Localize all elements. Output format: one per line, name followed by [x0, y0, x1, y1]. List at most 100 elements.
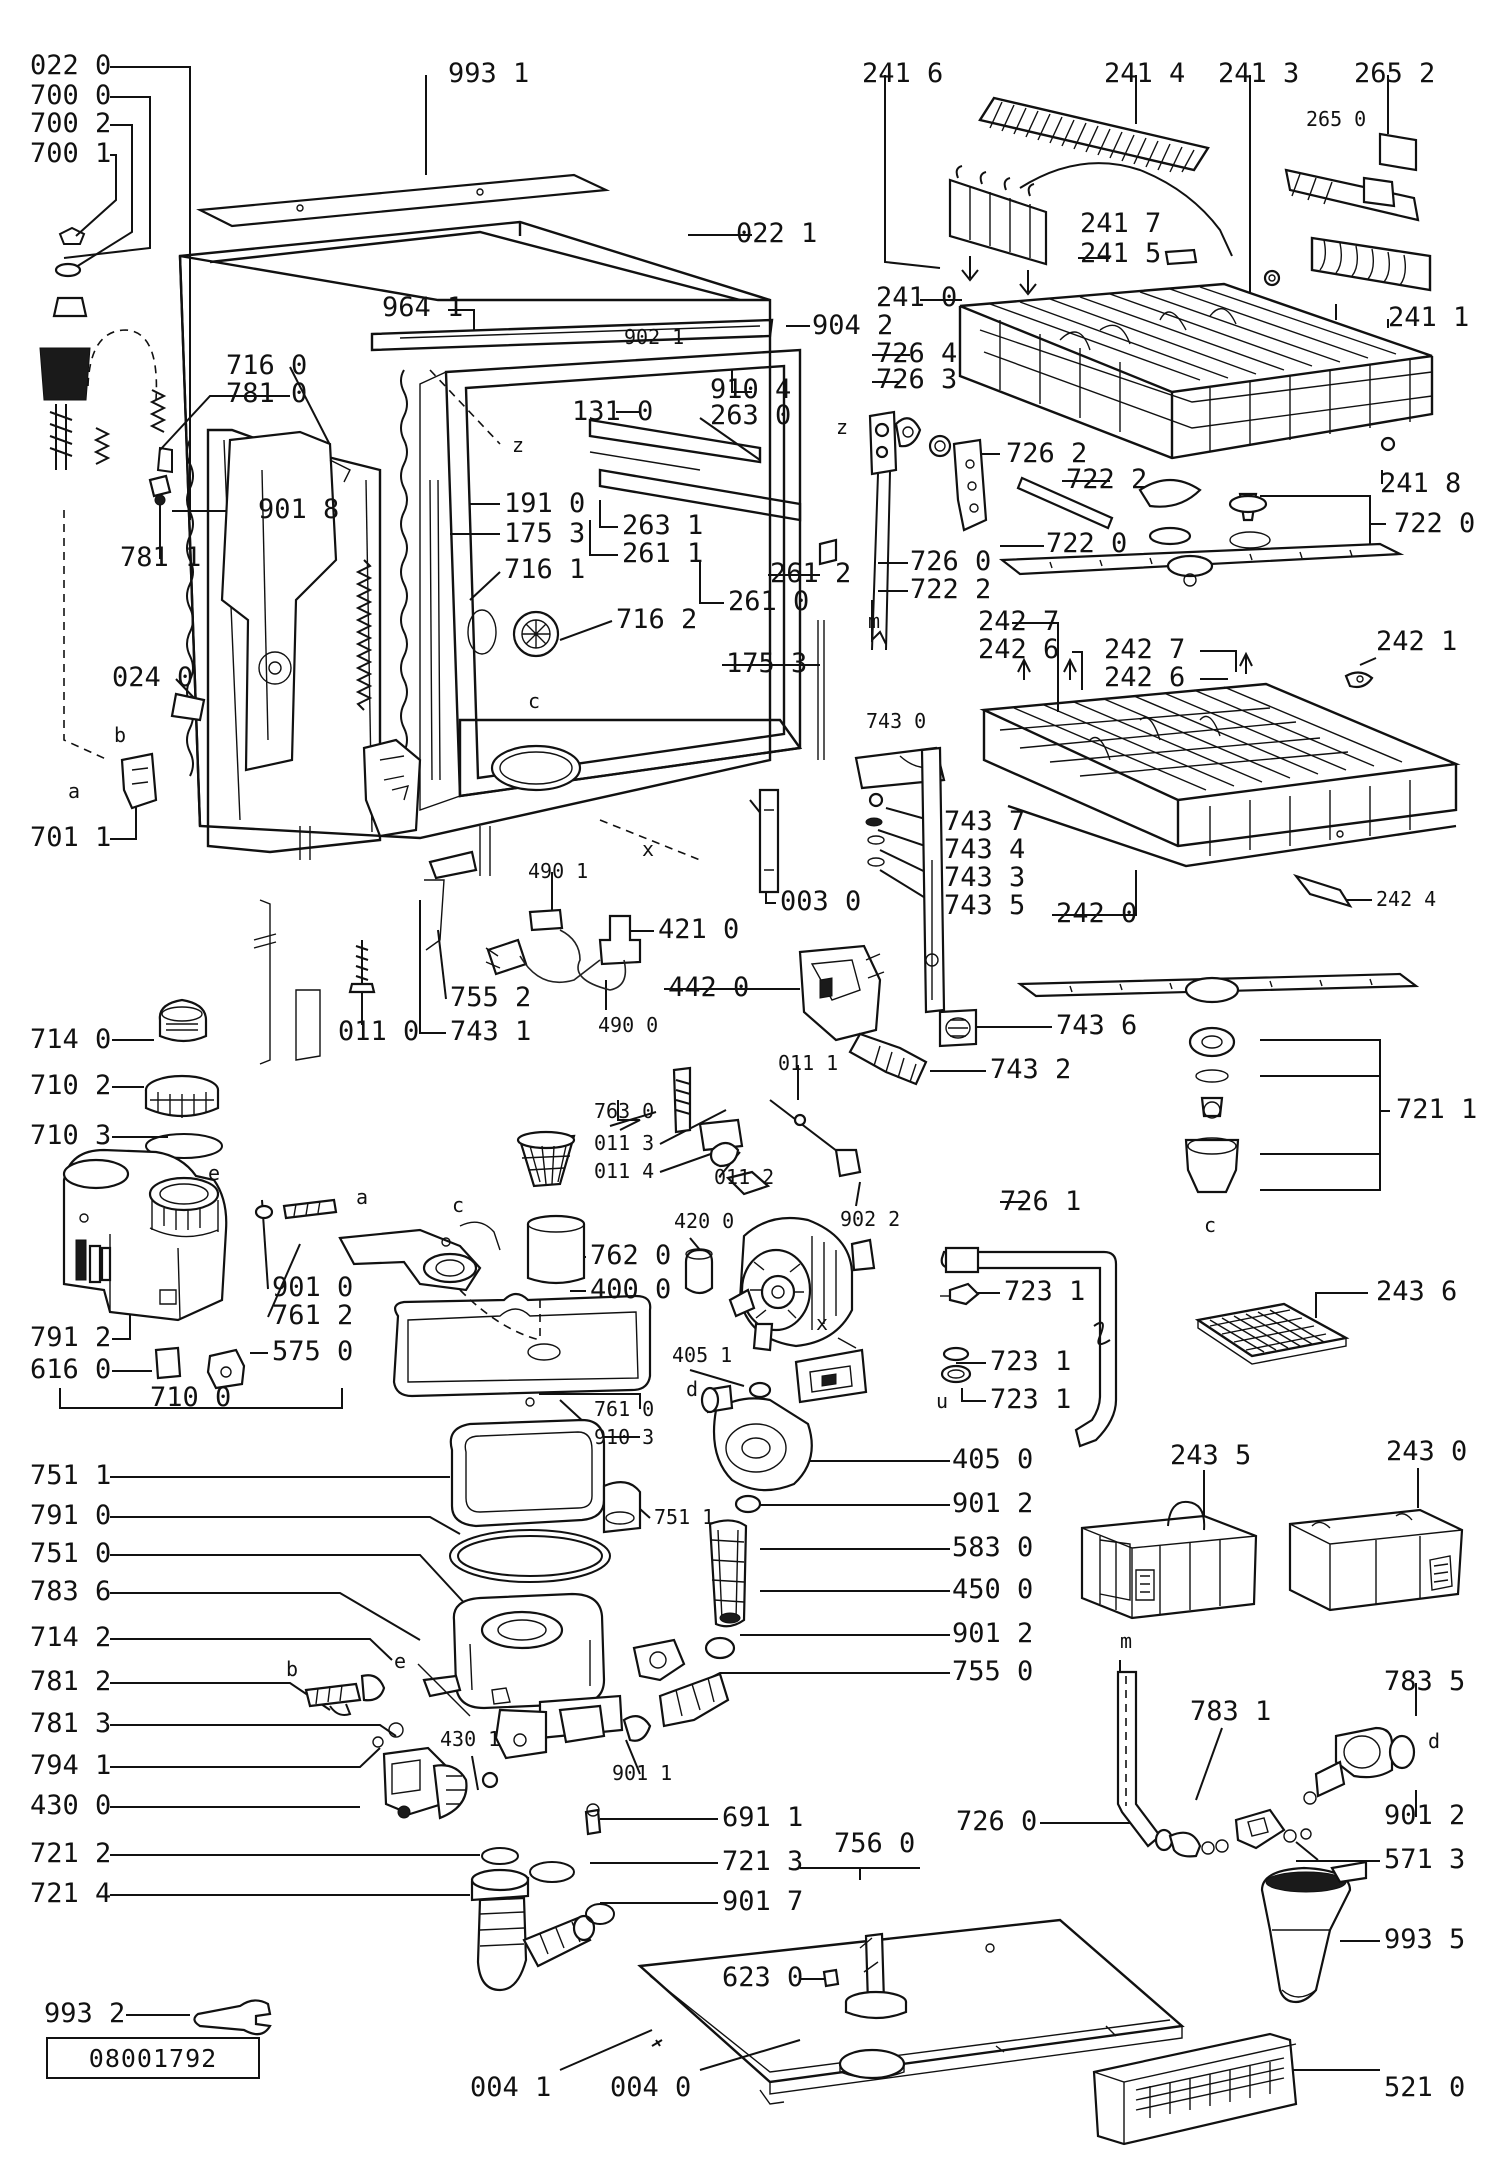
part-label-c-265-0: 265 0	[1306, 107, 1366, 131]
drawing-code: 08001792	[88, 2043, 218, 2073]
part-label-c-721-3: 721 3	[722, 1846, 803, 1877]
reference-marker-m-b1: b	[114, 723, 126, 747]
part-label-c-751-1a: 751 1	[30, 1460, 111, 1491]
part-label-c-571-3: 571 3	[1384, 1844, 1465, 1875]
part-label-c-575-0: 575 0	[272, 1336, 353, 1367]
lower-basket	[979, 651, 1461, 908]
part-label-c-242-6a: 242 6	[978, 634, 1059, 665]
part-label-c-743-5: 743 5	[944, 890, 1025, 921]
part-label-c-743-4: 743 4	[944, 834, 1025, 865]
part-label-c-722-2b: 722 2	[910, 574, 991, 605]
sump-assembly	[304, 1418, 642, 1992]
reference-marker-m-e1: e	[208, 1161, 220, 1185]
tub-cabinet	[178, 173, 838, 1065]
part-label-c-993-1: 993 1	[448, 58, 529, 89]
part-label-c-791-0: 791 0	[30, 1500, 111, 1531]
part-label-c-743-1: 743 1	[450, 1016, 531, 1047]
part-label-c-242-1: 242 1	[1376, 626, 1457, 657]
part-label-c-726-1: 726 1	[1000, 1186, 1081, 1217]
part-label-c-726-0b: 726 0	[956, 1806, 1037, 1837]
drawing-code-box: 08001792	[46, 2037, 260, 2079]
part-label-c-241-3: 241 3	[1218, 58, 1299, 89]
part-label-c-400-0: 400 0	[590, 1274, 671, 1305]
part-label-c-242-7b: 242 7	[1104, 634, 1185, 665]
part-label-c-743-2: 743 2	[990, 1054, 1071, 1085]
part-label-c-721-4: 721 4	[30, 1878, 111, 1909]
part-label-c-241-8: 241 8	[1380, 468, 1461, 499]
part-label-c-430-1: 430 1	[440, 1727, 500, 1751]
part-label-c-723-1b: 723 1	[990, 1346, 1071, 1377]
part-label-c-902-1: 902 1	[624, 325, 684, 349]
part-label-c-783-1: 783 1	[1190, 1696, 1271, 1727]
part-label-c-241-7: 241 7	[1080, 208, 1161, 239]
part-label-c-901-2b: 901 2	[952, 1618, 1033, 1649]
base-plate	[193, 1918, 1185, 2105]
part-label-c-011-3: 011 3	[594, 1131, 654, 1155]
part-label-c-761-0: 761 0	[594, 1397, 654, 1421]
part-label-c-964-1: 964 1	[382, 292, 463, 323]
part-label-c-003-0: 003 0	[780, 886, 861, 917]
part-label-c-716-2: 716 2	[616, 604, 697, 635]
top-left-parts	[39, 226, 206, 810]
part-label-c-726-3: 726 3	[876, 364, 957, 395]
reference-marker-m-b2: b	[286, 1657, 298, 1681]
softener-assembly	[62, 998, 338, 1390]
part-label-c-191-0: 191 0	[504, 488, 585, 519]
part-label-c-430-0: 430 0	[30, 1790, 111, 1821]
reference-marker-m-c3: c	[1204, 1213, 1216, 1237]
wiring-parts	[485, 908, 642, 991]
part-label-c-710-0: 710 0	[150, 1382, 231, 1413]
part-label-c-722-0a: 722 0	[1394, 508, 1475, 539]
part-label-c-243-6: 243 6	[1376, 1276, 1457, 1307]
part-label-c-261-2: 261 2	[770, 558, 851, 589]
part-label-c-583-0: 583 0	[952, 1532, 1033, 1563]
part-label-c-261-1: 261 1	[622, 538, 703, 569]
part-label-c-261-0: 261 0	[728, 586, 809, 617]
right-lower-parts	[1092, 1660, 1416, 2146]
part-label-c-722-2a: 722 2	[1066, 464, 1147, 495]
reference-marker-m-m2: m	[1120, 1629, 1132, 1653]
part-label-c-405-1: 405 1	[672, 1343, 732, 1367]
part-label-c-265-2: 265 2	[1354, 58, 1435, 89]
part-label-c-241-4: 241 4	[1104, 58, 1185, 89]
part-label-c-616-0: 616 0	[30, 1354, 111, 1385]
upper-spray-parts	[868, 410, 1405, 651]
part-label-c-243-0: 243 0	[1386, 1436, 1467, 1467]
reference-marker-m-c1: c	[528, 689, 540, 713]
reference-marker-m-x1: x	[642, 837, 654, 861]
part-label-c-242-0: 242 0	[1056, 898, 1137, 929]
part-label-c-421-0: 421 0	[658, 914, 739, 945]
part-label-c-726-0a: 726 0	[910, 546, 991, 577]
part-label-c-763-0: 763 0	[594, 1099, 654, 1123]
filter-assembly	[338, 1066, 862, 1407]
part-label-c-450-0: 450 0	[952, 1574, 1033, 1605]
motor-assembly	[622, 1216, 876, 1742]
part-label-c-901-7: 901 7	[722, 1886, 803, 1917]
part-label-c-490-0: 490 0	[598, 1013, 658, 1037]
part-label-c-751-1b: 751 1	[654, 1505, 714, 1529]
part-label-c-022-0: 022 0	[30, 50, 111, 81]
reference-marker-m-z2: z	[836, 415, 848, 439]
part-label-c-716-1: 716 1	[504, 554, 585, 585]
part-label-c-700-2: 700 2	[30, 108, 111, 139]
part-label-c-781-3: 781 3	[30, 1708, 111, 1739]
part-label-c-241-0: 241 0	[876, 282, 957, 313]
part-label-c-011-2: 011 2	[714, 1165, 774, 1189]
part-label-c-901-2c: 901 2	[1384, 1800, 1465, 1831]
reference-marker-m-c2: c	[452, 1193, 464, 1217]
reference-marker-m-d1: d	[686, 1377, 698, 1401]
part-label-c-762-0: 762 0	[590, 1240, 671, 1271]
part-label-c-691-1: 691 1	[722, 1802, 803, 1833]
reference-marker-m-u1: u	[936, 1389, 948, 1413]
part-label-c-022-1: 022 1	[736, 218, 817, 249]
reference-marker-m-x2: x	[816, 1311, 828, 1335]
part-label-c-721-1: 721 1	[1396, 1094, 1477, 1125]
right-middle-parts	[940, 1246, 1464, 1620]
part-label-c-901-2a: 901 2	[952, 1488, 1033, 1519]
part-label-c-781-1: 781 1	[120, 542, 201, 573]
part-label-c-791-2: 791 2	[30, 1322, 111, 1353]
part-label-c-710-2: 710 2	[30, 1070, 111, 1101]
part-label-c-781-0: 781 0	[226, 378, 307, 409]
